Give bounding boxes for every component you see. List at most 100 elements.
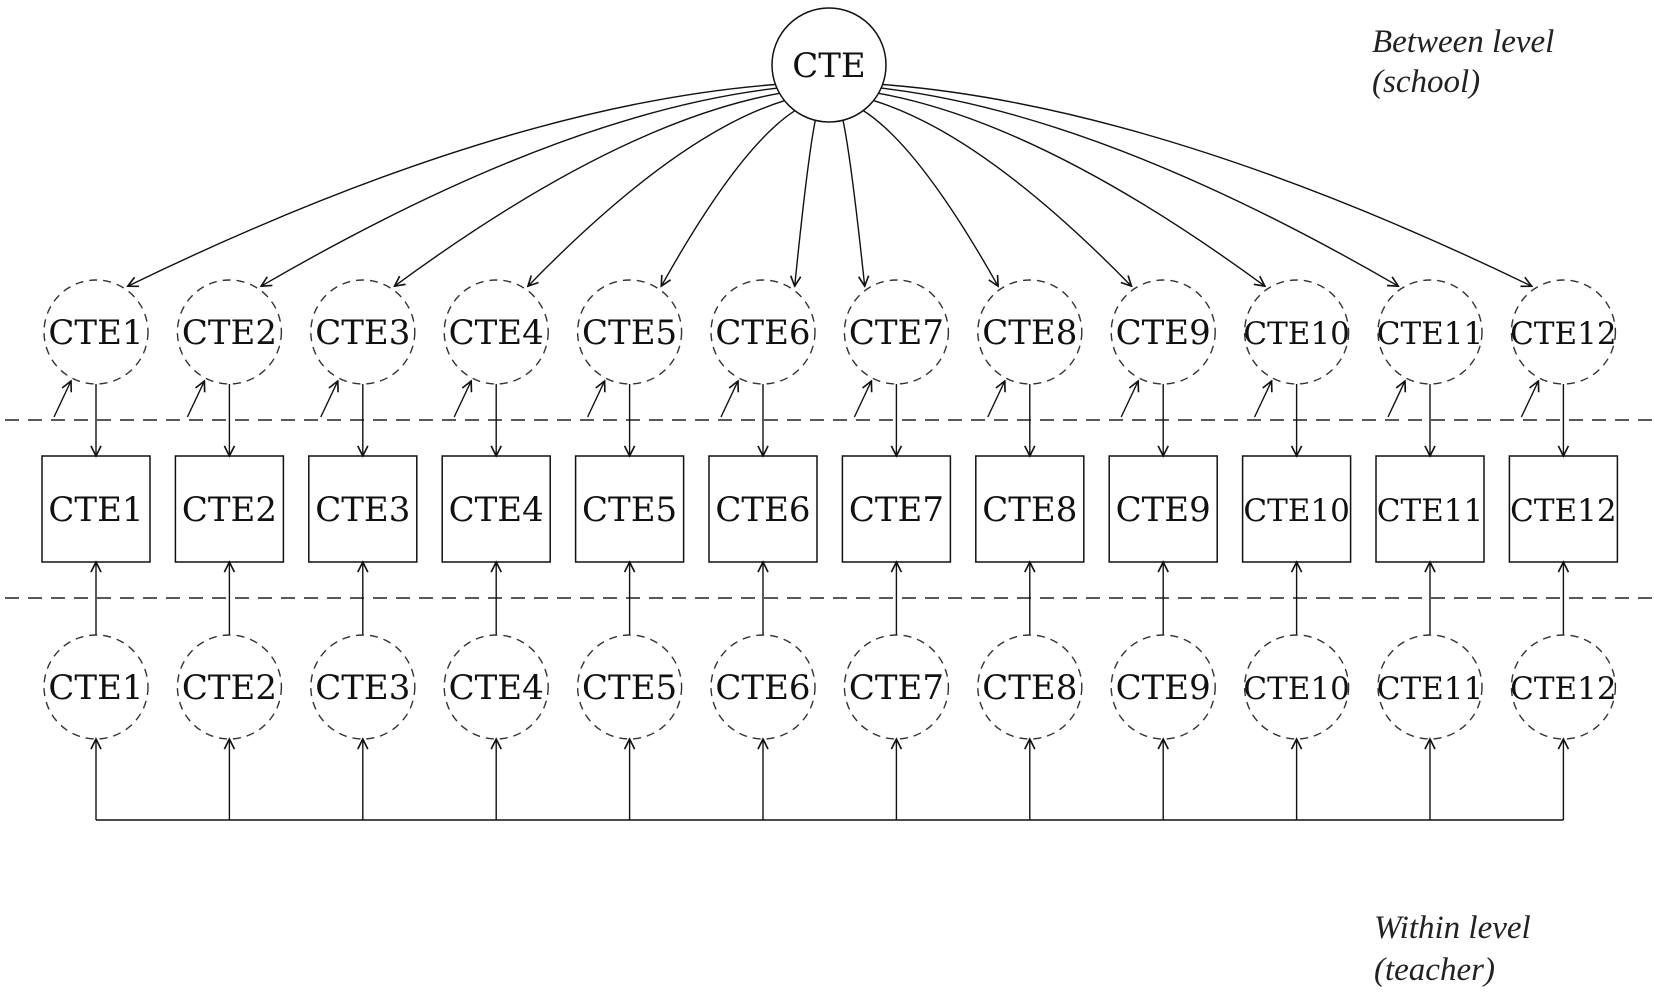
- within-latent-label-6: CTE6: [715, 668, 810, 708]
- between-latent-item-9: CTE9: [1110, 279, 1216, 385]
- between-loading-arrow-7: [842, 120, 865, 286]
- observed-label-5: CTE5: [582, 490, 677, 530]
- between-latent-label: CTE: [792, 46, 866, 86]
- observed-label-2: CTE2: [182, 490, 277, 530]
- between-latent-circle-7: [843, 279, 950, 385]
- between-latent-circle-5: [576, 279, 683, 385]
- between-latent-item-11: CTE11: [1377, 279, 1483, 385]
- between-residual-arrow-2: [186, 381, 204, 418]
- within-latent-label-1: CTE1: [48, 668, 143, 708]
- edges-layer: [53, 83, 1563, 821]
- between-loading-arrow-11: [881, 87, 1398, 286]
- between-latent-item-1: CTE1: [43, 279, 149, 385]
- between-latent-label-1: CTE1: [48, 313, 143, 353]
- within-latent-circle-4: [443, 634, 549, 740]
- within-latent-item-3: CTE3: [310, 634, 416, 740]
- within-latent-label-9: CTE9: [1116, 668, 1211, 708]
- between-residual-arrow-12: [1520, 381, 1538, 418]
- within-latent-item-11: CTE11: [1377, 634, 1483, 740]
- between-latent-label-3: CTE3: [315, 313, 410, 353]
- between-latent-label-10: CTE10: [1243, 316, 1349, 352]
- between-latent-circle-8: [977, 279, 1083, 385]
- between-residual-arrow-6: [720, 381, 738, 418]
- observed-label-9: CTE9: [1116, 490, 1211, 530]
- between-latent-circle-2: [176, 279, 283, 385]
- between-latent-node: CTE: [771, 7, 887, 123]
- between-latent-item-7: CTE7: [843, 279, 950, 385]
- within-latent-circle-1: [43, 634, 149, 740]
- between-latent-item-12: CTE12: [1510, 279, 1617, 385]
- observed-box-6: [708, 455, 818, 563]
- within-latent-item-5: CTE5: [576, 634, 683, 740]
- within-latent-item-8: CTE8: [977, 634, 1083, 740]
- between-latent-item-3: CTE3: [310, 279, 416, 385]
- between-latent-circle-1: [43, 279, 149, 385]
- between-loading-arrow-4: [528, 100, 785, 287]
- between-latent-circle-12: [1510, 279, 1617, 385]
- between-latent-item-5: CTE5: [576, 279, 683, 385]
- between-latent-circle-4: [443, 279, 549, 385]
- within-latent-label-7: CTE7: [849, 668, 944, 708]
- between-latent-label-5: CTE5: [582, 313, 677, 353]
- between-latent-circle: [771, 7, 887, 123]
- within-latent-label-12: CTE12: [1510, 671, 1616, 707]
- between-latent-label-6: CTE6: [715, 313, 810, 353]
- between-loading-arrow-8: [862, 110, 998, 287]
- within-latent-item-4: CTE4: [443, 634, 549, 740]
- observed-indicator-7: CTE7: [841, 455, 952, 563]
- between-loading-arrow-5: [661, 110, 796, 287]
- between-residual-arrow-3: [320, 381, 338, 418]
- observed-indicator-9: CTE9: [1108, 455, 1218, 563]
- observed-indicator-2: CTE2: [174, 455, 285, 563]
- between-residual-arrow-7: [853, 381, 871, 418]
- within-latent-label-3: CTE3: [315, 668, 410, 708]
- within-latent-label-5: CTE5: [582, 668, 677, 708]
- within-latent-label-2: CTE2: [182, 668, 277, 708]
- between-latent-label-4: CTE4: [449, 313, 544, 353]
- within-latent-circle-8: [977, 634, 1083, 740]
- within-latent-label-10: CTE10: [1243, 671, 1349, 707]
- observed-label-6: CTE6: [715, 490, 810, 530]
- within-latent-item-10: CTE10: [1243, 634, 1350, 740]
- between-latent-item-8: CTE8: [977, 279, 1083, 385]
- observed-label-1: CTE1: [48, 490, 143, 530]
- observed-box-5: [574, 455, 685, 563]
- within-level-sublabel: (teacher): [1374, 952, 1495, 988]
- observed-box-9: [1108, 455, 1218, 563]
- observed-box-12: [1508, 455, 1619, 563]
- between-level-label: Between level: [1372, 24, 1554, 60]
- between-latent-item-10: CTE10: [1243, 279, 1350, 385]
- between-latent-label-11: CTE11: [1377, 316, 1483, 352]
- observed-box-1: [41, 455, 151, 563]
- within-latent-label-11: CTE11: [1377, 671, 1483, 707]
- between-loading-arrow-10: [878, 92, 1265, 286]
- observed-box-11: [1375, 455, 1485, 563]
- between-loading-arrow-2: [261, 87, 777, 286]
- between-residual-arrow-11: [1387, 381, 1405, 418]
- between-loading-arrow-3: [395, 92, 780, 286]
- between-latent-circle-10: [1243, 279, 1350, 385]
- within-latent-label-8: CTE8: [982, 668, 1077, 708]
- within-latent-circle-5: [576, 634, 683, 740]
- observed-label-12: CTE12: [1510, 493, 1616, 529]
- between-latent-label-7: CTE7: [849, 313, 944, 353]
- between-latent-circle-3: [310, 279, 416, 385]
- observed-box-3: [308, 455, 418, 563]
- observed-indicator-4: CTE4: [441, 455, 551, 563]
- observed-indicator-5: CTE5: [574, 455, 685, 563]
- between-latent-label-12: CTE12: [1510, 316, 1616, 352]
- within-level-label: Within level: [1374, 910, 1531, 946]
- between-latent-item-6: CTE6: [710, 279, 816, 385]
- between-residual-arrow-10: [1253, 381, 1272, 418]
- observed-label-3: CTE3: [315, 490, 410, 530]
- within-latent-item-1: CTE1: [43, 634, 149, 740]
- within-latent-item-6: CTE6: [710, 634, 816, 740]
- observed-box-8: [975, 455, 1085, 563]
- observed-box-7: [841, 455, 952, 563]
- observed-label-10: CTE10: [1243, 493, 1349, 529]
- within-latent-circle-11: [1377, 634, 1483, 740]
- observed-label-7: CTE7: [849, 490, 944, 530]
- within-latent-circle-9: [1110, 634, 1216, 740]
- between-level-sublabel: (school): [1372, 64, 1480, 100]
